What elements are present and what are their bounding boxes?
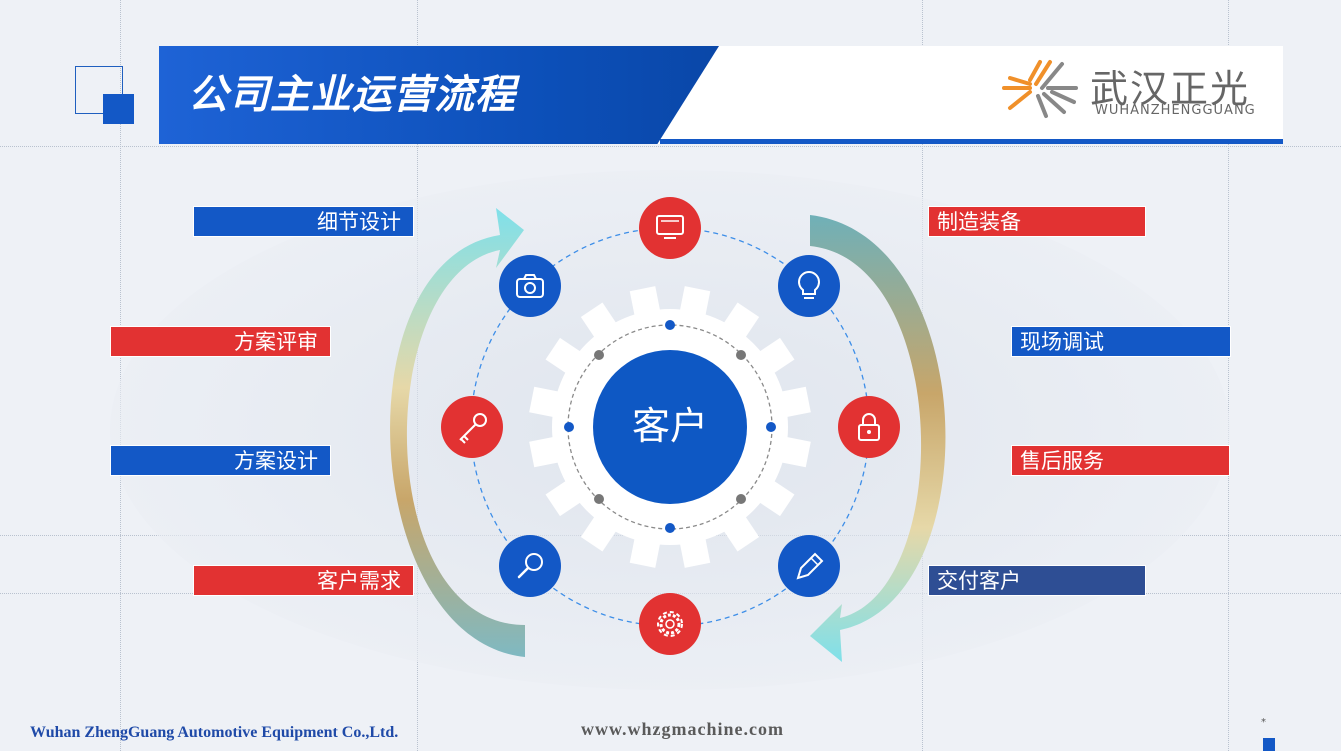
gear-tooth	[746, 472, 795, 517]
camera-icon	[499, 255, 561, 317]
center-label: 客户	[631, 404, 708, 448]
company-logo-text: 武汉正光	[1090, 67, 1251, 111]
page-marker: *	[1261, 717, 1266, 728]
company-logo-subtext: WUHANZHENGGUANG	[1095, 103, 1256, 118]
gear-tooth	[580, 302, 625, 351]
page-title: 公司主业运营流程	[188, 72, 516, 118]
right-flow-arrow	[810, 215, 946, 662]
gear-tooth	[746, 337, 795, 382]
company-logo-icon	[1002, 60, 1078, 118]
gear-tooth	[629, 286, 664, 331]
monitor-icon	[639, 197, 701, 259]
title-banner	[159, 46, 719, 144]
corner-decoration	[75, 66, 123, 114]
gear-tooth	[766, 386, 811, 421]
customer-circle	[593, 350, 747, 504]
label-plan-design: 方案设计	[110, 445, 331, 476]
gear-tooth	[580, 503, 625, 552]
gear-tooth	[676, 523, 711, 568]
gear-tooth	[529, 386, 574, 421]
header-underline	[660, 139, 1283, 144]
lock-icon	[838, 396, 900, 458]
label-onsite-debug: 现场调试	[1011, 326, 1231, 357]
gear-tooth	[545, 472, 594, 517]
gear-tooth	[766, 433, 811, 468]
gear-tooth	[529, 433, 574, 468]
pencil-icon	[778, 535, 840, 597]
gear-tooth	[545, 337, 594, 382]
website-link[interactable]: www.whzgmachine.com	[581, 719, 784, 739]
gear-tooth	[715, 503, 760, 552]
search-icon	[499, 535, 561, 597]
label-after-sales: 售后服务	[1011, 445, 1230, 476]
label-plan-review: 方案评审	[110, 326, 331, 357]
company-name: Wuhan ZhengGuang Automotive Equipment Co…	[30, 724, 399, 741]
corner-decoration	[103, 94, 134, 124]
gear-tooth	[629, 523, 664, 568]
label-detail-design: 细节设计	[193, 206, 414, 237]
grid-line	[1228, 0, 1229, 751]
gear-icon	[639, 593, 701, 655]
grid-line	[120, 0, 121, 751]
gear-tooth	[676, 286, 711, 331]
left-flow-arrow	[390, 208, 525, 657]
grid-line	[0, 146, 1341, 147]
label-delivery: 交付客户	[928, 565, 1146, 596]
gear-dots	[564, 320, 776, 533]
label-manufacturing: 制造装备	[928, 206, 1146, 237]
lightbulb-icon	[778, 255, 840, 317]
page-square-decoration	[1263, 738, 1275, 751]
gear-tooth	[715, 302, 760, 351]
key-icon	[441, 396, 503, 458]
label-customer-needs: 客户需求	[193, 565, 414, 596]
